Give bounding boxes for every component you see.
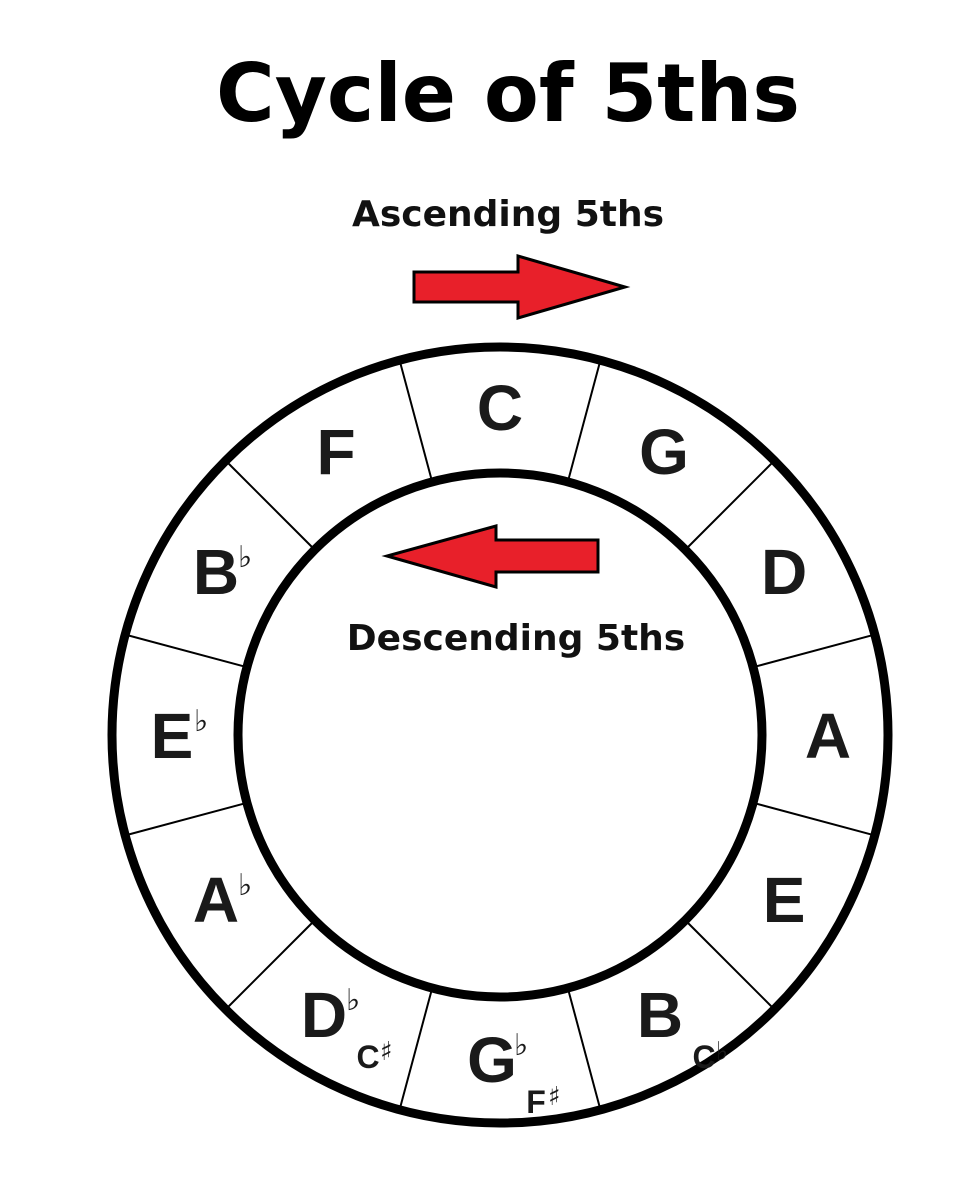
note-accidental: ♭ — [238, 868, 252, 903]
diagram-title: Cycle of 5ths — [216, 47, 800, 140]
enharmonic-accidental: ♭ — [716, 1037, 728, 1067]
ascending-arrow-icon — [412, 254, 631, 320]
segment-dividers — [124, 359, 876, 1111]
segment-divider — [224, 459, 316, 551]
enharmonic-accidental: ♯ — [380, 1037, 393, 1067]
note-label: G — [467, 1024, 517, 1096]
segment-divider — [684, 919, 776, 1011]
note-label: A — [193, 864, 239, 936]
outer-circle — [107, 342, 893, 1128]
inner-circle — [233, 468, 767, 1002]
enharmonic-label: F — [526, 1084, 546, 1120]
note-segment: B♭ — [193, 536, 252, 608]
note-segment: D — [761, 536, 807, 608]
note-segment: BC♭ — [637, 979, 728, 1075]
descending-label: Descending 5ths — [347, 618, 685, 659]
note-segment: E♭ — [151, 700, 209, 772]
note-label: B — [193, 536, 239, 608]
descending-arrow-icon — [381, 524, 600, 589]
segment-divider — [398, 987, 434, 1111]
segment-divider — [752, 801, 876, 837]
note-segment: F — [316, 416, 355, 488]
enharmonic-label: C — [356, 1039, 379, 1075]
note-accidental: ♭ — [346, 983, 360, 1018]
note-label: G — [639, 416, 689, 488]
note-segment: G — [639, 416, 689, 488]
note-label: A — [805, 700, 851, 772]
segment-divider — [124, 633, 248, 669]
segment-divider — [566, 359, 602, 483]
note-label: D — [301, 979, 347, 1051]
segment-divider — [224, 919, 316, 1011]
note-segment: C — [477, 372, 523, 444]
note-label: D — [761, 536, 807, 608]
segment-divider — [398, 359, 434, 483]
note-label: E — [763, 864, 806, 936]
segment-divider — [124, 801, 248, 837]
note-accidental: ♭ — [514, 1028, 528, 1063]
ascending-label: Ascending 5ths — [352, 194, 664, 235]
note-label: C — [477, 372, 523, 444]
segment-divider — [566, 987, 602, 1111]
note-accidental: ♭ — [194, 704, 208, 739]
note-segment: A — [805, 700, 851, 772]
segment-divider — [684, 459, 776, 551]
note-segment: D♭ C♯ — [301, 979, 393, 1075]
note-label: B — [637, 979, 683, 1051]
segment-divider — [752, 633, 876, 669]
note-segment: A♭ — [193, 864, 252, 936]
note-label: F — [316, 416, 355, 488]
enharmonic-label: C — [692, 1039, 715, 1075]
note-label: E — [151, 700, 194, 772]
note-segment: E — [763, 864, 806, 936]
note-segment: G♭ F♯ — [467, 1024, 560, 1120]
note-accidental: ♭ — [238, 540, 252, 575]
enharmonic-accidental: ♯ — [548, 1082, 561, 1112]
